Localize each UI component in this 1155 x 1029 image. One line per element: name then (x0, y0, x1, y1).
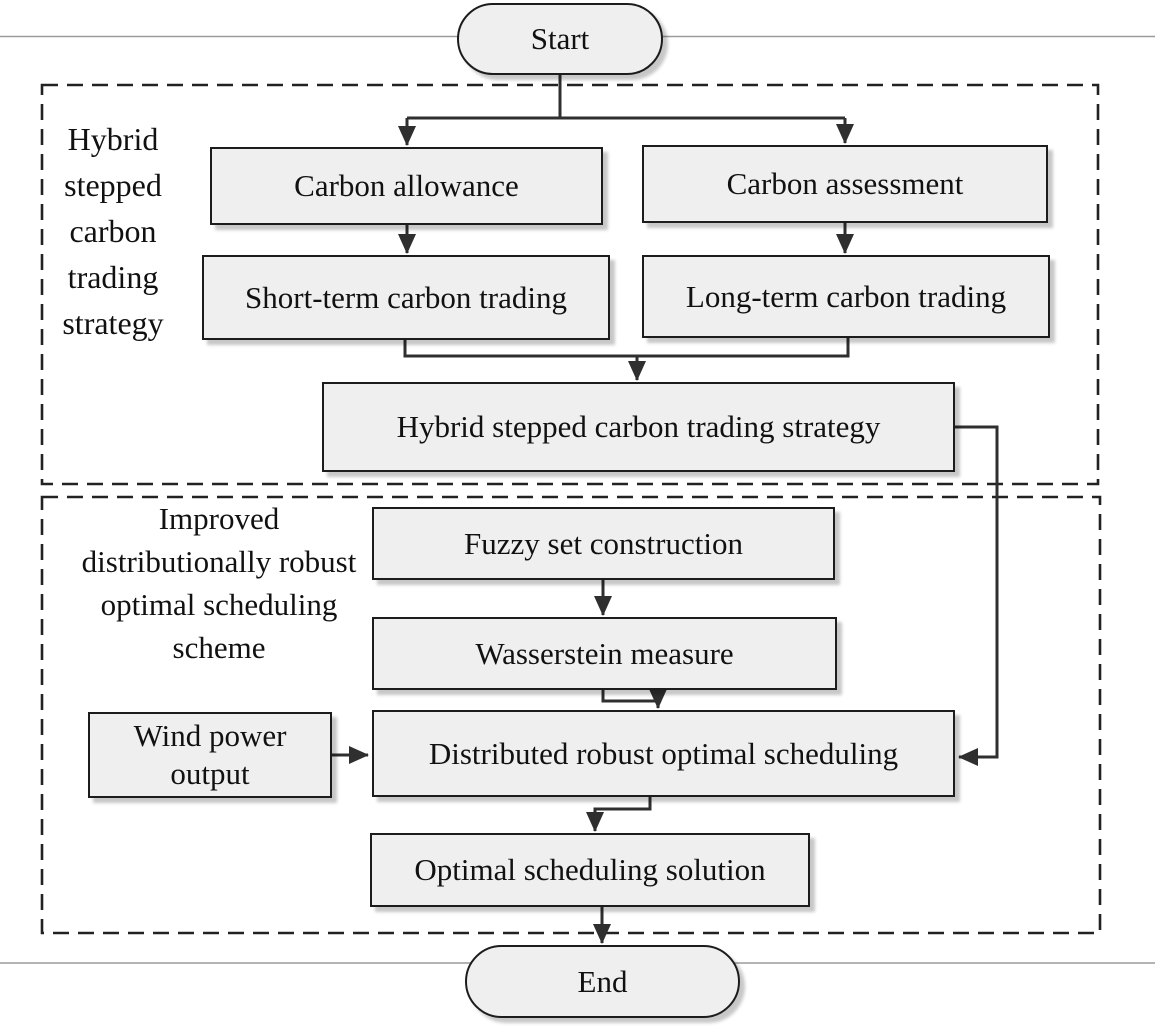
node-hybrid-stepped-strategy: Hybrid stepped carbon trading strategy (322, 382, 955, 472)
node-carbon-assessment: Carbon assessment (642, 145, 1048, 223)
node-short-term-carbon-trading: Short-term carbon trading (202, 255, 610, 340)
node-carbon-allowance: Carbon allowance (210, 147, 603, 225)
group-box-robust-scheduling (40, 495, 1102, 935)
node-optimal-scheduling-solution: Optimal scheduling solution (370, 833, 810, 907)
node-wind-power-output: Wind power output (88, 712, 332, 798)
node-wasserstein-measure: Wasserstein measure (372, 617, 837, 690)
edge-start-split (407, 75, 845, 120)
edge-distributed-to-optimal (586, 797, 652, 832)
edge-hybrid-to-distributed (955, 425, 999, 766)
node-start: Start (457, 3, 663, 75)
node-end: End (465, 945, 740, 1018)
edge-merge-bus (403, 338, 850, 358)
node-distributed-robust-scheduling: Distributed robust optimal scheduling (372, 710, 955, 797)
edge-wasserstein-to-distributed (601, 689, 667, 709)
group-box-hybrid-trading (40, 83, 1100, 486)
group-label-hybrid-trading-strategy: Hybrid stepped carbon trading strategy (62, 121, 164, 341)
node-long-term-carbon-trading: Long-term carbon trading (642, 255, 1050, 338)
node-fuzzy-set-construction: Fuzzy set construction (372, 507, 835, 580)
group-label-robust-scheduling-scheme: Improved distributionally robust optimal… (81, 501, 357, 665)
